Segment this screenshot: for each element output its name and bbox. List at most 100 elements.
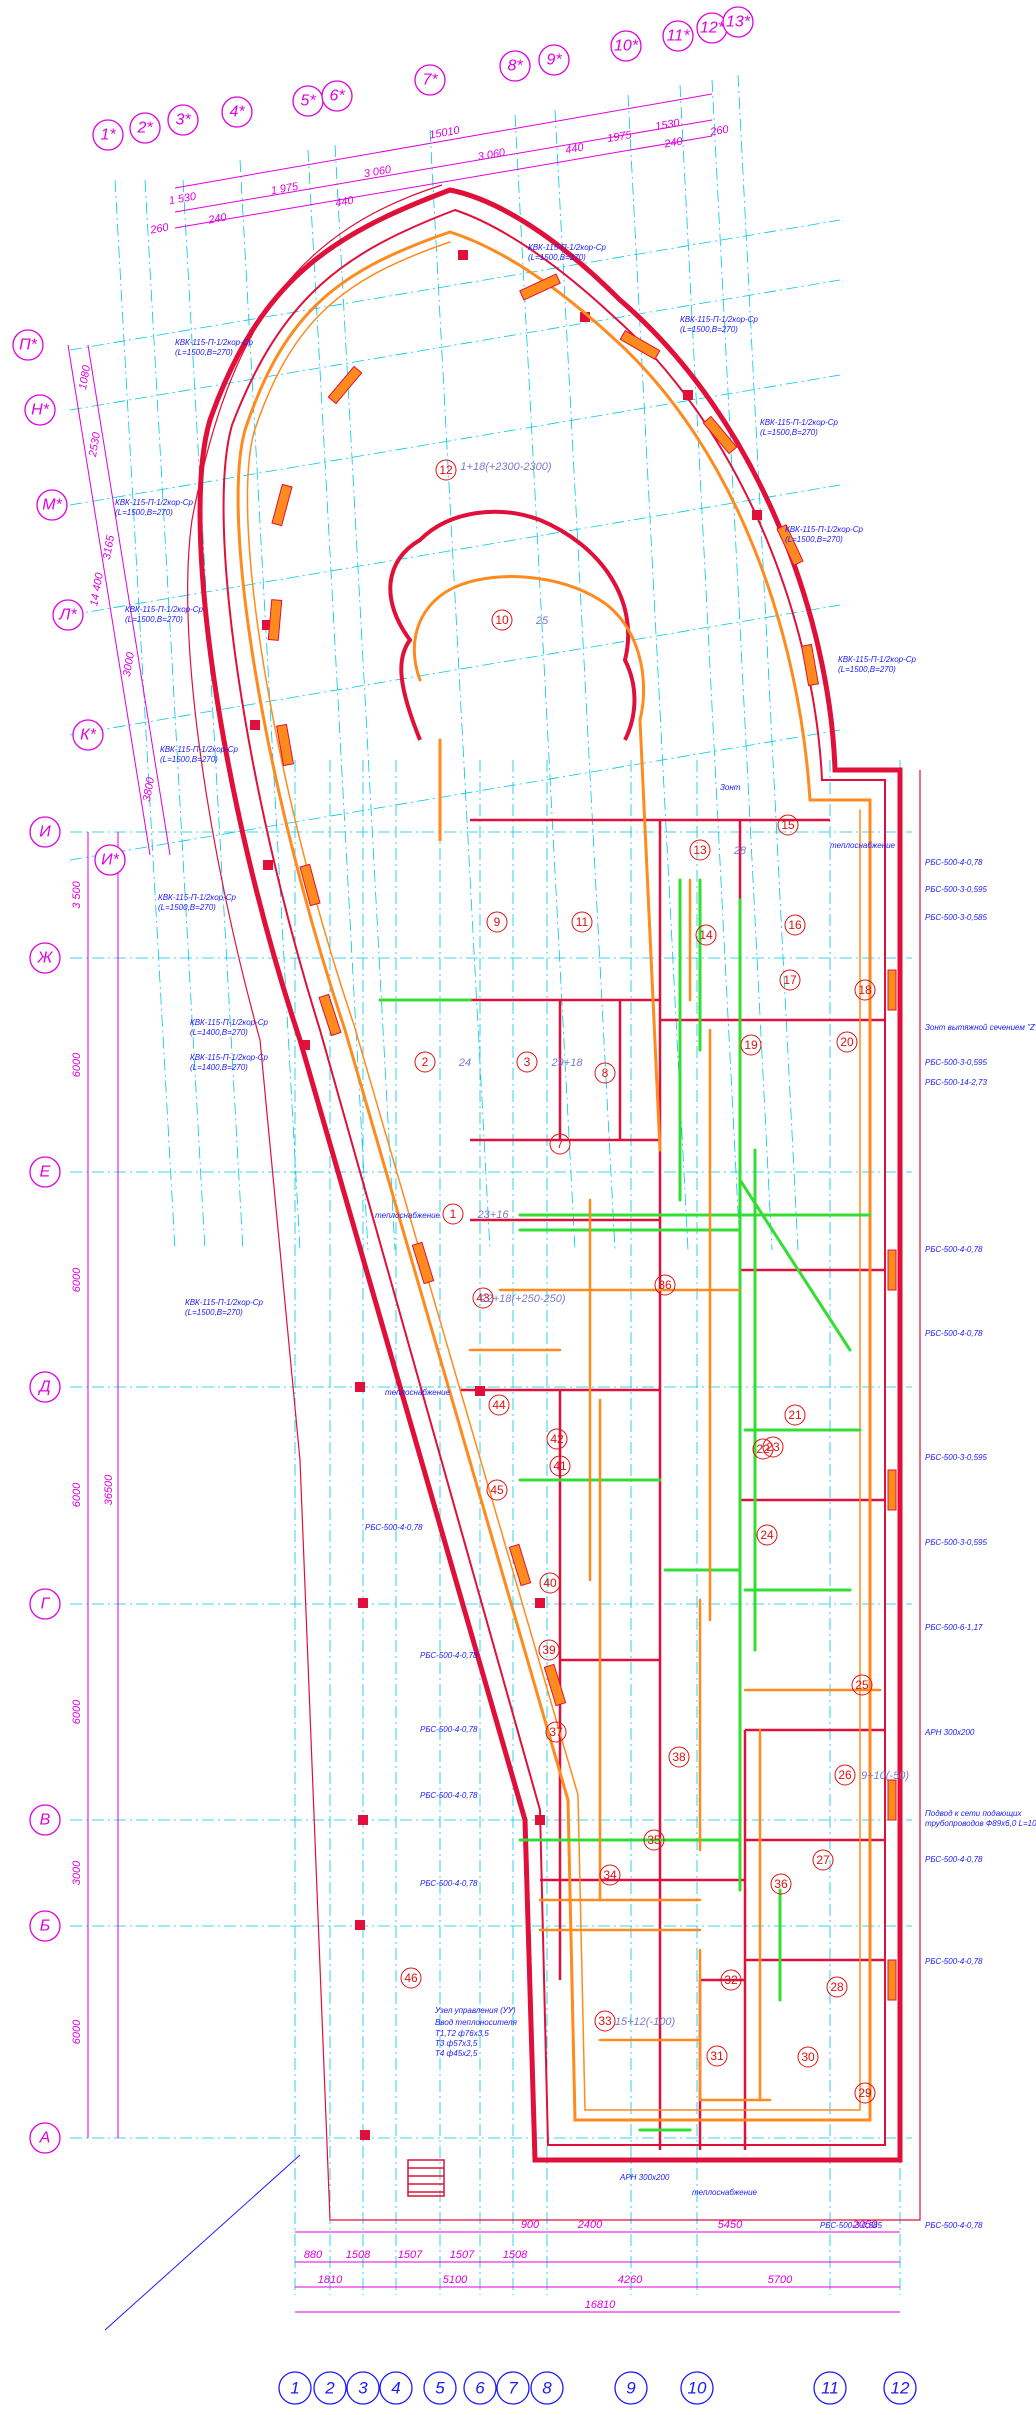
top-axis-bubble-circle <box>662 20 694 52</box>
room-tag-circle <box>594 1062 616 1084</box>
room-label: 1+18(+2300-2300) <box>460 461 551 473</box>
left-axis-bubble-circle <box>72 719 104 751</box>
bottom-axis-bubble-circle <box>680 2371 714 2405</box>
top-dim-lower: 260 <box>148 221 170 236</box>
callout-arn: АРН 300х200 <box>924 1728 975 1737</box>
room-tag-circle <box>695 924 717 946</box>
row-axis-bubble: А <box>39 2130 51 2147</box>
stair-symbol <box>407 2159 445 2197</box>
callout-rbs: РБС-500-6-1,17 <box>925 1623 983 1632</box>
node-subtitle: Ввод теплоносителя <box>435 2018 518 2027</box>
room-tag-circle <box>779 969 801 991</box>
top-dim-middle: 3 060 <box>477 147 507 164</box>
room-number: 1 <box>450 1207 457 1221</box>
left-axis-bubble-circle <box>12 329 44 361</box>
room-tag-circle <box>762 1436 784 1458</box>
room-number: 14 <box>699 928 713 942</box>
left-axis-bubble: П* <box>19 337 38 354</box>
top-axis-bubble-circle <box>92 119 124 151</box>
top-dim-middle: 440 <box>564 141 585 156</box>
callout-rbs: РБС-500-3-0,595 <box>925 1453 988 1462</box>
room-number: 26 <box>838 1768 852 1782</box>
top-dim-lower: 440 <box>334 194 355 209</box>
bottom-axis-bubble: 2 <box>324 2379 335 2398</box>
room-tag-circle <box>854 979 876 1001</box>
room-tag-circle <box>689 839 711 861</box>
bottom-axis-bubble-circle <box>278 2371 312 2405</box>
callout-zont: Зонт <box>720 783 741 792</box>
row-dim: 6000 <box>71 1699 83 1724</box>
bottom-axis-bubble-circle <box>423 2371 457 2405</box>
room-number: 29 <box>858 2086 872 2100</box>
room-number: 15 <box>781 818 795 832</box>
room-number: 11 <box>576 915 589 929</box>
room-number: 20 <box>840 1035 854 1049</box>
room-number: 28 <box>830 1980 844 1994</box>
bottom-axis-bubble-circle <box>313 2371 347 2405</box>
bottom-axis-bubble: 11 <box>821 2379 839 2398</box>
callout-kvk: КВК-115-П-1/2кор-Ср <box>838 655 917 664</box>
room-tag-circle <box>594 2010 616 2032</box>
room-tag-circle <box>784 914 806 936</box>
row-dim: 6000 <box>71 1482 83 1507</box>
bottom-dim-row1: 2050 <box>852 2219 878 2231</box>
room-number: 13 <box>693 843 707 857</box>
top-axis-bubble: 12* <box>700 20 725 37</box>
room-number: 43 <box>476 1291 490 1305</box>
bottom-dimension-chain <box>295 2231 900 2313</box>
callout-rbs: РБС-500-4-0,78 <box>925 1957 983 1966</box>
bottom-axis-bubble: 8 <box>542 2379 552 2398</box>
left-axis-bubble-circle <box>52 599 84 631</box>
room-tag-circle <box>546 1428 568 1450</box>
axis-grid <box>69 74 912 2295</box>
top-dimension-chain: 15010 1530 240 260 1 530 1 975 3 060 3 0… <box>148 93 730 237</box>
row-axis-bubble: Ж <box>37 950 54 967</box>
top-axis-bubble-circle <box>499 50 531 82</box>
top-axis-bubble-circle <box>414 64 446 96</box>
room-label: 28 <box>733 845 747 857</box>
room-tag-circle <box>400 1967 422 1989</box>
room-number: 7 <box>557 1137 564 1151</box>
room-tag-circle <box>770 1873 792 1895</box>
room-label: 15+12(-100) <box>615 2016 676 2028</box>
bottom-axis-bubble-circle <box>614 2371 648 2405</box>
callout-kvk-size: (L=1400,В=270) <box>190 1063 248 1072</box>
room-tag-circle <box>752 1438 774 1460</box>
room-number: 40 <box>543 1576 557 1590</box>
bottom-dim-overall: 16810 <box>585 2299 616 2311</box>
row-dim: 6000 <box>71 1052 83 1077</box>
left-axis-bubble-circle <box>94 844 126 876</box>
callout-arn: АРН 300х200 <box>619 2173 670 2182</box>
top-axis-bubble: 8* <box>507 58 523 75</box>
room-tag-circle <box>740 1034 762 1056</box>
left-axis-bubbles: П*Н*М*Л*К*И* <box>12 329 126 876</box>
top-axis-bubble: 6* <box>329 88 345 105</box>
callout-kvk-size: (L=1500,В=270) <box>158 903 216 912</box>
bottom-axis-bubble: 12 <box>891 2379 910 2398</box>
bottom-dim-row3: 5100 <box>443 2274 468 2286</box>
row-axis-bubble-circle <box>29 2122 61 2154</box>
room-tag-circle <box>668 1746 690 1768</box>
callout-kvk: КВК-115-П-1/2кор-Ср <box>680 315 759 324</box>
room-number: 38 <box>672 1750 686 1764</box>
row-axis-bubble-circle <box>29 1910 61 1942</box>
callout-kvk: КВК-115-П-1/2кор-Ср <box>185 1298 264 1307</box>
row-axis-bubble: И <box>39 824 51 841</box>
room-number: 19 <box>744 1038 758 1052</box>
bottom-axis-bubble-circle <box>883 2371 917 2405</box>
leader-line <box>104 2154 301 2331</box>
room-number: 17 <box>783 973 797 987</box>
room-tag-circle <box>472 1287 494 1309</box>
room-tag-circle <box>812 1849 834 1871</box>
callout-kvk: КВК-115-П-1/2кор-Ср <box>158 893 237 902</box>
bottom-axis-bubble: 1 <box>290 2379 299 2398</box>
bottom-dim-row2: 880 <box>304 2249 323 2261</box>
top-axis-bubbles: 1*2*3*4*5*6*7*8*9*10*11*12*13* <box>92 6 754 151</box>
left-axis-bubble: И* <box>101 852 119 869</box>
row-axis-bubble: Д <box>37 1379 50 1396</box>
bottom-dim-labels: 900 2400 5450 2050 880 1508 1507 1507 15… <box>304 2219 878 2311</box>
room-tag-circle <box>706 2045 728 2067</box>
callout-rbs: РБС-500-3-0,595 <box>925 1058 988 1067</box>
top-axis-bubble-circle <box>167 104 199 136</box>
